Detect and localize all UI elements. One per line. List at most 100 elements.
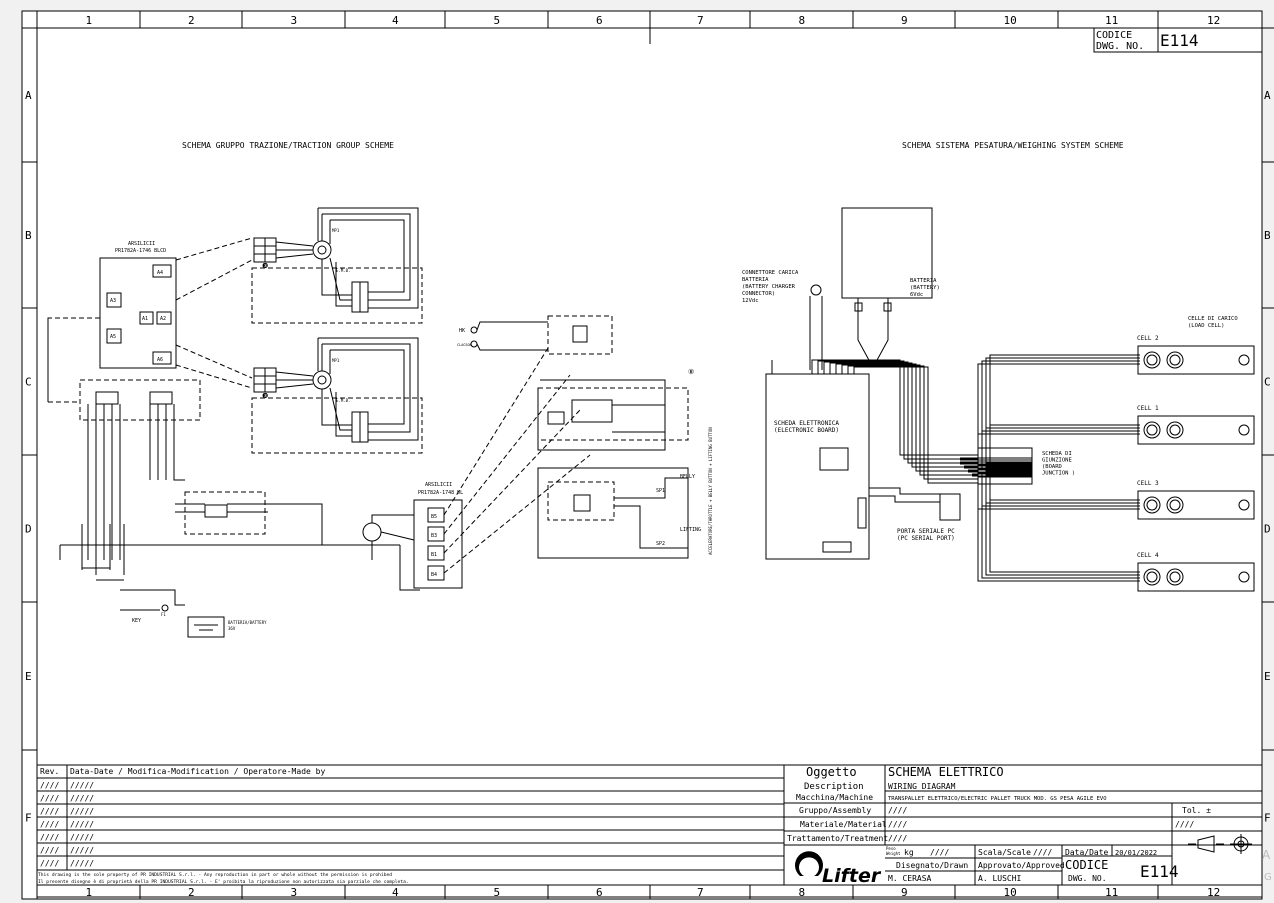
rev-text: ///// bbox=[70, 820, 94, 829]
row-label-right: A bbox=[1264, 89, 1271, 102]
b3-label: B3 bbox=[431, 533, 437, 539]
load-cell bbox=[1137, 345, 1255, 375]
b4-label: B4 bbox=[431, 572, 437, 578]
kg-label: kg bbox=[904, 848, 914, 857]
approved-value: A. LUSCHI bbox=[978, 874, 1022, 883]
header-code-box: CODICE DWG. NO. E114 bbox=[649, 27, 1263, 53]
charger-connector-label: (BATTERY CHARGER bbox=[742, 284, 796, 290]
load-cell bbox=[1137, 415, 1255, 445]
scale-label: Scala/Scale bbox=[978, 848, 1031, 857]
weight-label: Weight bbox=[886, 851, 901, 856]
lifting-label: LIFTING bbox=[680, 527, 701, 533]
load-cell bbox=[1137, 490, 1255, 520]
column-label-top: 11 bbox=[1105, 14, 1118, 27]
column-label-bottom: 4 bbox=[392, 886, 399, 899]
column-label-top: 1 bbox=[86, 14, 93, 27]
code-label-2: DWG. NO. bbox=[1068, 874, 1107, 883]
charger-connector-label: BATTERIA bbox=[742, 277, 769, 283]
serial-port bbox=[939, 493, 961, 521]
charger-connector-label: 12Vdc bbox=[742, 298, 759, 304]
header-code-label-2: DWG. NO. bbox=[1096, 41, 1144, 52]
disclaimer-en: This drawing is the sole property of PR … bbox=[38, 872, 392, 878]
projection-symbol-icon bbox=[1188, 834, 1252, 854]
column-label-bottom: 7 bbox=[697, 886, 704, 899]
sp2-label: SP2 bbox=[656, 541, 665, 547]
cell-label: CELL 3 bbox=[1137, 480, 1159, 487]
row-label-left: F bbox=[25, 812, 32, 825]
throttle-vertical-label: ACCELERATORE/THROTTLE + BELLY BUTTON + L… bbox=[708, 427, 713, 555]
description-label: Description bbox=[804, 782, 864, 792]
column-label-top: 5 bbox=[494, 14, 501, 27]
column-label-bottom: 9 bbox=[901, 886, 908, 899]
controller-bottom-label-1: ARSILICII bbox=[425, 482, 452, 488]
controller-top bbox=[99, 257, 177, 369]
tol-value: //// bbox=[1175, 820, 1194, 829]
treatment-value: //// bbox=[888, 834, 907, 843]
svg-text:MP1: MP1 bbox=[332, 228, 340, 233]
column-label-top: 12 bbox=[1207, 14, 1220, 27]
column-label-bottom: 5 bbox=[494, 886, 501, 899]
drawn-value: M. CERASA bbox=[888, 874, 932, 883]
material-value: //// bbox=[888, 820, 907, 829]
column-label-bottom: 6 bbox=[596, 886, 603, 899]
rev-number: //// bbox=[40, 781, 59, 790]
cell-label: CELL 1 bbox=[1137, 405, 1159, 412]
row-label-right: E bbox=[1264, 670, 1271, 683]
b1-label: B1 bbox=[431, 552, 437, 558]
load-cells-label: CELLE DI CARICO bbox=[1188, 316, 1238, 322]
junction-label: (BOARD bbox=[1042, 464, 1062, 470]
a5-label: A5 bbox=[110, 334, 116, 340]
cell-label: CELL 4 bbox=[1137, 552, 1159, 559]
rev-text: ///// bbox=[70, 794, 94, 803]
rev-number: //// bbox=[40, 846, 59, 855]
junction-label: GIUNZIONE bbox=[1042, 458, 1072, 464]
column-label-bottom: 2 bbox=[188, 886, 195, 899]
column-label-top: 4 bbox=[392, 14, 399, 27]
serial-port-label: (PC SERIAL PORT) bbox=[897, 535, 955, 542]
column-label-top: 3 bbox=[291, 14, 298, 27]
tol-label: Tol. ± bbox=[1182, 806, 1211, 815]
row-label-right: C bbox=[1264, 376, 1271, 389]
a4-label: A4 bbox=[157, 270, 163, 276]
code-label-1: CODICE bbox=[1065, 858, 1108, 872]
board-label: SCHEDA ELETTRONICA bbox=[774, 420, 839, 427]
scale-value: //// bbox=[1033, 848, 1052, 857]
lifter-logo: Lifter bbox=[795, 851, 882, 887]
row-label-right: B bbox=[1264, 229, 1271, 242]
weight-value: //// bbox=[930, 848, 949, 857]
traction-title: SCHEMA GRUPPO TRAZIONE/TRACTION GROUP SC… bbox=[182, 141, 394, 150]
column-label-bottom: 1 bbox=[86, 886, 93, 899]
machine-value: TRANSPALLET ELETTRICO/ELECTRIC PALLET TR… bbox=[888, 796, 1107, 802]
row-label-left: C bbox=[25, 376, 32, 389]
row-label-left: B bbox=[25, 229, 32, 242]
rev-number: //// bbox=[40, 859, 59, 868]
column-label-top: 6 bbox=[596, 14, 603, 27]
b5-label: B5 bbox=[431, 514, 437, 520]
column-label-top: 7 bbox=[697, 14, 704, 27]
svg-text:⑧: ⑧ bbox=[688, 368, 694, 376]
rev-text: ///// bbox=[70, 781, 94, 790]
rev-number: //// bbox=[40, 820, 59, 829]
a6-label: A6 bbox=[157, 357, 163, 363]
column-label-bottom: 8 bbox=[799, 886, 806, 899]
peso-label: Peso bbox=[886, 846, 896, 851]
a3-label: A3 bbox=[110, 298, 116, 304]
rev-number: //// bbox=[40, 807, 59, 816]
weighing-title: SCHEMA SISTEMA PESATURA/WEIGHING SYSTEM … bbox=[902, 141, 1124, 150]
row-label-right: D bbox=[1264, 523, 1271, 536]
assembly-value: //// bbox=[888, 806, 907, 815]
hk-label: HK bbox=[459, 328, 465, 334]
controller-bottom bbox=[413, 499, 463, 589]
key-label: KEY bbox=[132, 618, 141, 624]
belly-label: BELLY bbox=[680, 474, 695, 480]
klaxon-label: CLACSON bbox=[457, 343, 472, 347]
a1-label: A1 bbox=[142, 316, 148, 322]
assembly-label: Gruppo/Assembly bbox=[799, 806, 871, 815]
cell-label: CELL 2 bbox=[1137, 335, 1159, 342]
header-code: E114 bbox=[1160, 31, 1199, 50]
logo-text: Lifter bbox=[822, 865, 882, 887]
svg-text:E.M.B.: E.M.B. bbox=[336, 268, 350, 273]
date-value: 20/01/2022 bbox=[1115, 849, 1157, 857]
row-label-left: D bbox=[25, 523, 32, 536]
